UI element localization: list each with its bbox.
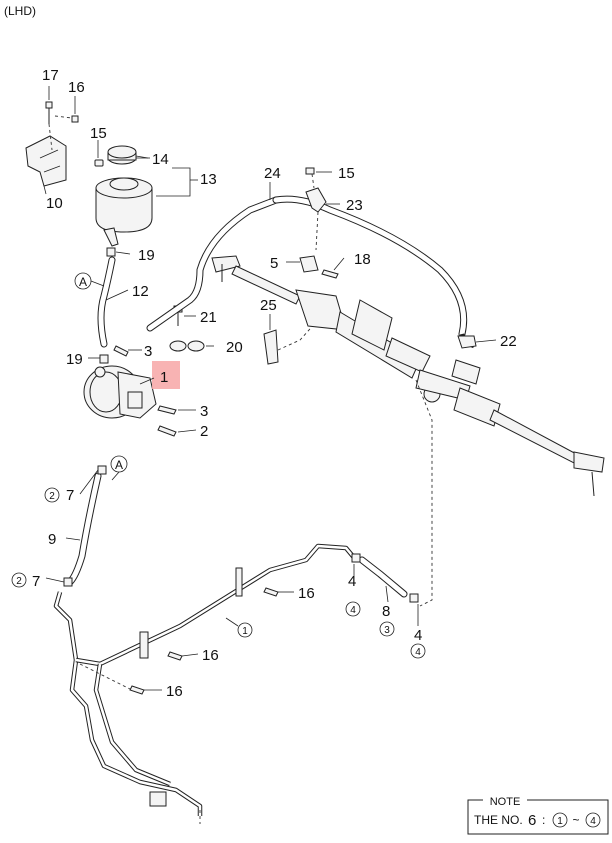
clamp-19-bottom <box>99 354 109 364</box>
bolt-16-top <box>71 115 79 123</box>
callout-15-left: 15 <box>90 125 107 142</box>
callout-21: 21 <box>200 309 217 326</box>
callout-10: 10 <box>46 195 63 212</box>
bracket-23 <box>305 187 327 213</box>
note-title: NOTE <box>490 796 521 808</box>
callout-3-bottom: 3 <box>200 403 208 420</box>
callout-13: 13 <box>200 171 217 188</box>
nut-15-right <box>305 167 315 175</box>
pipe-bracket-lower <box>149 791 167 807</box>
circled-ref-pipe-1: 1 <box>242 626 248 637</box>
reference-a-bottom-label: A <box>115 458 123 472</box>
bolt-16-middle <box>167 651 183 661</box>
callout-16-lower: 16 <box>166 683 183 700</box>
nut-15-left <box>94 159 104 167</box>
callout-25: 25 <box>260 297 277 314</box>
bracket-10 <box>25 135 67 187</box>
circled-refs: 2 2 1 4 3 4 A A <box>11 275 426 659</box>
bolt-3-bottom <box>157 405 177 415</box>
clip-7-top <box>97 465 107 475</box>
bolt-18 <box>321 269 339 279</box>
bolt-16-lower <box>129 685 145 695</box>
callout-12: 12 <box>132 283 149 300</box>
callout-24: 24 <box>264 165 281 182</box>
reservoir-13 <box>95 177 153 247</box>
bracket-5 <box>299 255 319 273</box>
note-number: 6 <box>528 812 536 829</box>
note-separator: : <box>542 813 545 827</box>
callout-17: 17 <box>42 67 59 84</box>
clip-7-bottom <box>63 577 73 587</box>
callout-18: 18 <box>354 251 371 268</box>
circled-ref-7-top: 2 <box>49 491 55 502</box>
bolt-3-top <box>113 345 129 357</box>
steering-gear-box <box>211 255 605 497</box>
bolt-17 <box>45 101 53 124</box>
callout-20: 20 <box>226 339 243 356</box>
clamp-4-left <box>351 553 361 563</box>
callout-15-right: 15 <box>338 165 355 182</box>
pump-highlight[interactable] <box>152 361 180 389</box>
reference-a-top-label: A <box>79 275 87 289</box>
callout-23: 23 <box>346 197 363 214</box>
callout-16-top: 16 <box>68 79 85 96</box>
callout-16-middle: 16 <box>202 647 219 664</box>
callout-9: 9 <box>48 531 56 548</box>
note-prefix: THE NO. <box>474 813 523 827</box>
callout-19-top: 19 <box>138 247 155 264</box>
callout-14: 14 <box>152 151 169 168</box>
circled-ref-4-left: 4 <box>350 605 356 616</box>
circled-ref-4-right: 4 <box>415 647 421 658</box>
pipe-bracket-middle <box>139 631 149 659</box>
callout-5: 5 <box>270 255 278 272</box>
callout-8: 8 <box>382 603 390 620</box>
callout-7-top: 7 <box>66 487 74 504</box>
callout-1[interactable]: 1 <box>160 369 168 386</box>
callout-4-right: 4 <box>414 627 422 644</box>
bolt-16-upper <box>263 587 279 597</box>
bracket-25 <box>263 329 279 365</box>
note-to-ref: 4 <box>590 816 596 827</box>
bracket-22 <box>457 335 477 349</box>
callout-3-top: 3 <box>144 343 152 360</box>
callout-7-bottom: 7 <box>32 573 40 590</box>
callout-16-upper: 16 <box>298 585 315 602</box>
callout-4-left: 4 <box>348 573 356 590</box>
note-range-separator: ~ <box>572 813 579 827</box>
note-from-ref: 1 <box>557 816 563 827</box>
clamp-4-right <box>409 593 419 603</box>
callout-22: 22 <box>500 333 517 350</box>
clamp-19-top <box>106 247 116 257</box>
reservoir-cap-14 <box>107 145 137 165</box>
circled-ref-8: 3 <box>384 625 390 636</box>
washer-20 <box>169 340 205 352</box>
callout-19-bottom: 19 <box>66 351 83 368</box>
callouts: 17 16 15 14 13 10 19 12 21 20 3 19 1 3 2… <box>32 67 517 700</box>
variant-label: (LHD) <box>4 4 36 18</box>
circled-ref-7-bottom: 2 <box>16 576 22 587</box>
power-steering-pump-1 <box>83 365 157 419</box>
bolt-2 <box>157 425 177 437</box>
note-box: NOTE THE NO. 6 : 1 ~ 4 <box>467 794 609 835</box>
pipe-bracket-upper <box>235 567 243 597</box>
callout-2: 2 <box>200 423 208 440</box>
